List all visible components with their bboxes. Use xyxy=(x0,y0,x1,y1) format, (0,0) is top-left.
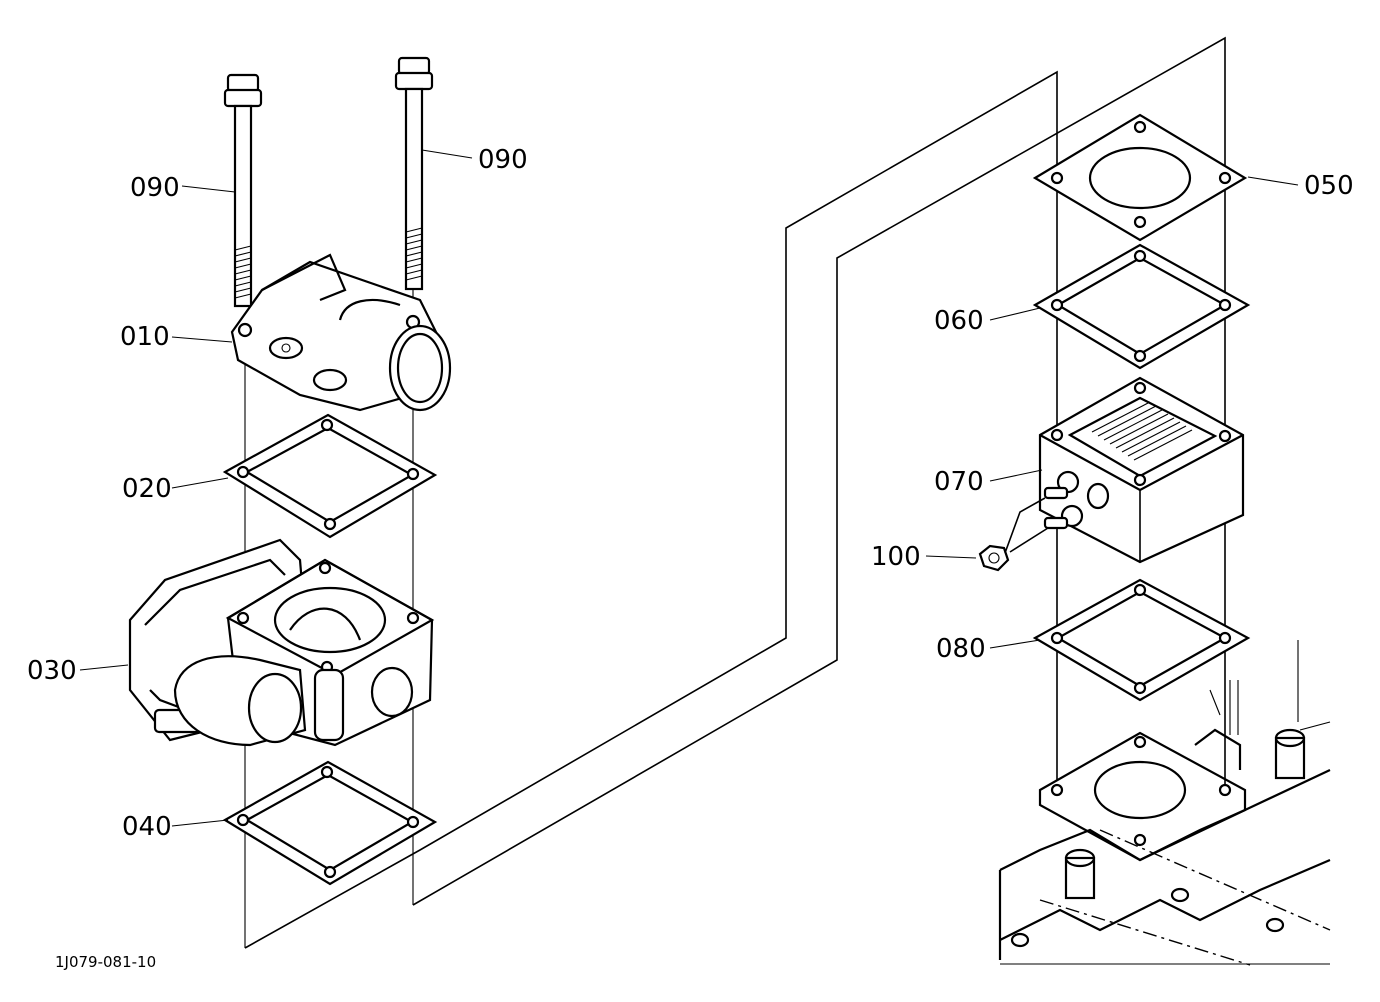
intake-manifold xyxy=(998,640,1331,966)
drawing-reference-number: 1J079-081-10 xyxy=(55,953,156,971)
callout-100: 100 xyxy=(871,542,921,572)
bolt-090-left xyxy=(223,73,263,308)
intake-heater-070 xyxy=(1038,376,1245,564)
callout-090-right: 090 xyxy=(478,145,528,175)
callout-090-left: 090 xyxy=(130,173,180,203)
bolt-090-right xyxy=(394,56,434,291)
callout-030: 030 xyxy=(27,656,77,686)
callout-080: 080 xyxy=(936,634,986,664)
plate-050 xyxy=(1032,113,1248,242)
gasket-020 xyxy=(222,413,438,539)
callout-060: 060 xyxy=(934,306,984,336)
gasket-040 xyxy=(222,760,438,886)
callout-070: 070 xyxy=(934,467,984,497)
gasket-080 xyxy=(1032,578,1251,702)
callout-020: 020 xyxy=(122,474,172,504)
throttle-body-030 xyxy=(128,538,435,747)
callout-labels: 090 090 010 020 030 040 050 060 070 100 … xyxy=(27,145,1354,842)
callout-050: 050 xyxy=(1304,171,1354,201)
intake-elbow-010 xyxy=(230,253,452,412)
callout-040: 040 xyxy=(122,812,172,842)
gasket-060 xyxy=(1032,243,1251,370)
leader-lines xyxy=(79,149,1299,827)
nut-100 xyxy=(978,497,1049,572)
callout-010: 010 xyxy=(120,322,170,352)
